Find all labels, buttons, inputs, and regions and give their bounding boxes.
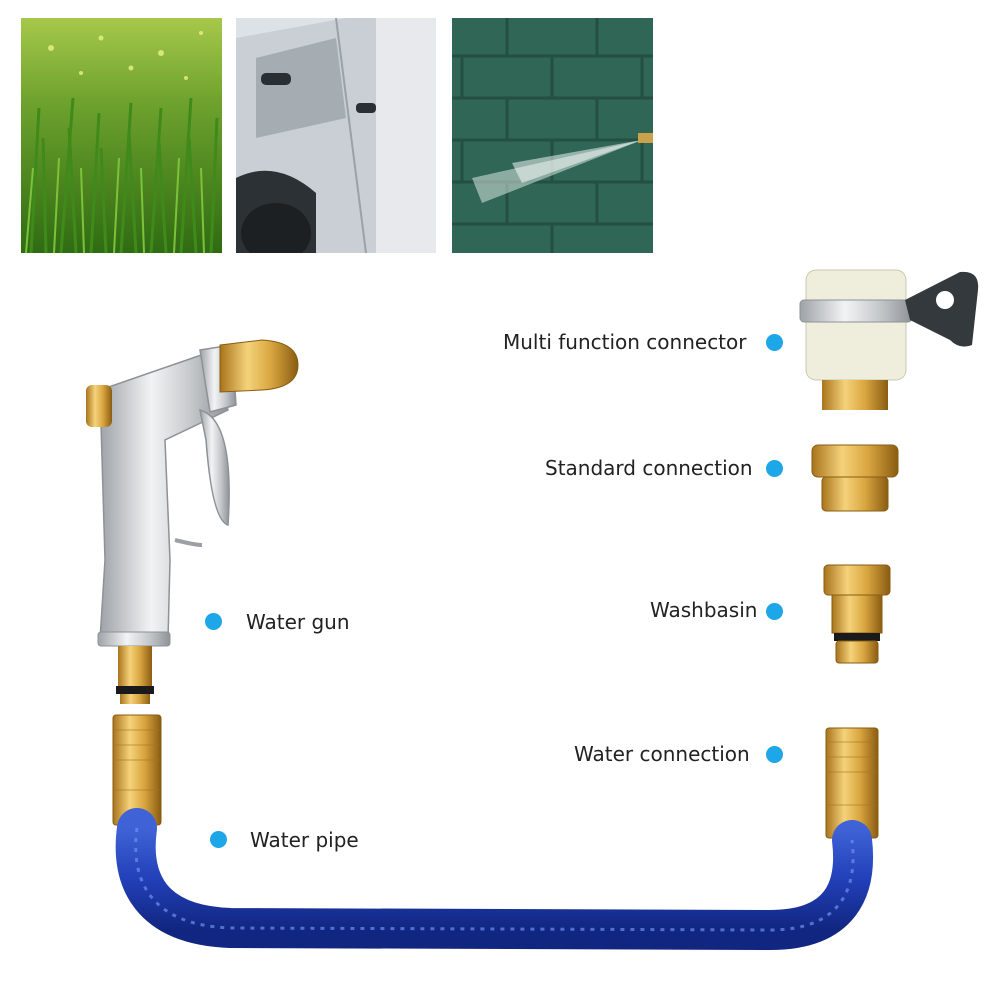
bullet-dot: [210, 831, 227, 848]
water-pipe-icon: [112, 714, 879, 951]
label-water-connection: Water connection: [574, 742, 750, 766]
label-washbasin: Washbasin: [650, 598, 758, 622]
bullet-dot: [766, 746, 783, 763]
multi-function-connector-icon: [799, 269, 979, 410]
car-wash-photo: [236, 18, 436, 253]
bullet-dot: [766, 460, 783, 477]
washbasin-icon: [823, 564, 891, 664]
label-standard-connection: Standard connection: [545, 456, 753, 480]
label-water-pipe: Water pipe: [250, 828, 359, 852]
label-water-gun: Water gun: [246, 610, 350, 634]
standard-connection-icon: [811, 444, 899, 512]
wall-spray-photo: [452, 18, 653, 253]
grass-photo: [21, 18, 222, 253]
label-multi-function-connector: Multi function connector: [503, 330, 747, 354]
water-gun-icon: [86, 339, 299, 704]
bullet-dot: [766, 603, 783, 620]
bullet-dot: [205, 613, 222, 630]
bullet-dot: [766, 334, 783, 351]
